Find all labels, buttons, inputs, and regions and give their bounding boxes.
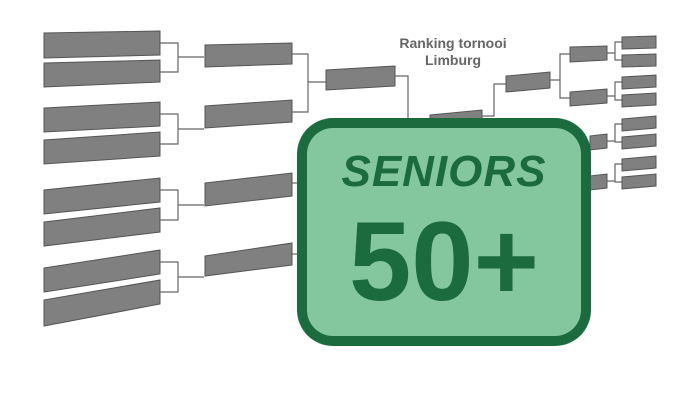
bracket-connector (607, 41, 622, 61)
bracket-slot (569, 88, 608, 107)
bracket-slot (43, 30, 161, 59)
bracket-slot (43, 59, 161, 88)
bracket-connector (160, 42, 204, 73)
bracket-slot (43, 177, 161, 215)
bracket-slot (621, 133, 657, 150)
bracket-slot (325, 65, 396, 91)
bracket-connector (550, 53, 570, 99)
bracket-slot (43, 279, 161, 327)
bracket-connector (482, 83, 506, 117)
badge-seniors-label: SENIORS (341, 147, 547, 196)
bracket-slot (204, 172, 293, 207)
bracket-slot (43, 101, 161, 133)
bracket-slot (621, 155, 657, 172)
bracket-connector (607, 81, 622, 101)
bracket-connector (395, 75, 409, 118)
bracket-connector (160, 113, 204, 145)
bracket-slot (621, 35, 657, 50)
bracket-slot (621, 115, 657, 132)
bracket-slot (621, 53, 657, 68)
bracket-slot (43, 207, 161, 247)
bracket-slot (621, 92, 657, 108)
seniors-badge-inner: SENIORS 50+ (307, 128, 581, 336)
bracket-connector (160, 189, 204, 221)
bracket-connector (160, 261, 204, 293)
bracket-connector (607, 123, 622, 143)
bracket-slot (204, 99, 293, 129)
bracket-slot (621, 74, 657, 90)
badge-age-label: 50+ (349, 199, 539, 324)
tournament-title-line2: Limburg (425, 52, 481, 68)
bracket-slot (589, 173, 608, 191)
bracket-slot (204, 42, 293, 68)
bracket-slot (589, 133, 608, 151)
bracket-connector (607, 163, 622, 183)
bracket-slot (43, 131, 161, 165)
tournament-title: Ranking tornooi Limburg (378, 35, 528, 69)
tournament-title-line1: Ranking tornooi (399, 35, 507, 51)
bracket-connector (292, 53, 326, 113)
bracket-slot (505, 71, 551, 93)
bracket-slot (621, 173, 657, 190)
bracket-slot (43, 249, 161, 293)
bracket-slot (569, 45, 608, 63)
bracket-slot (204, 242, 293, 277)
seniors-badge: SENIORS 50+ (297, 118, 591, 346)
